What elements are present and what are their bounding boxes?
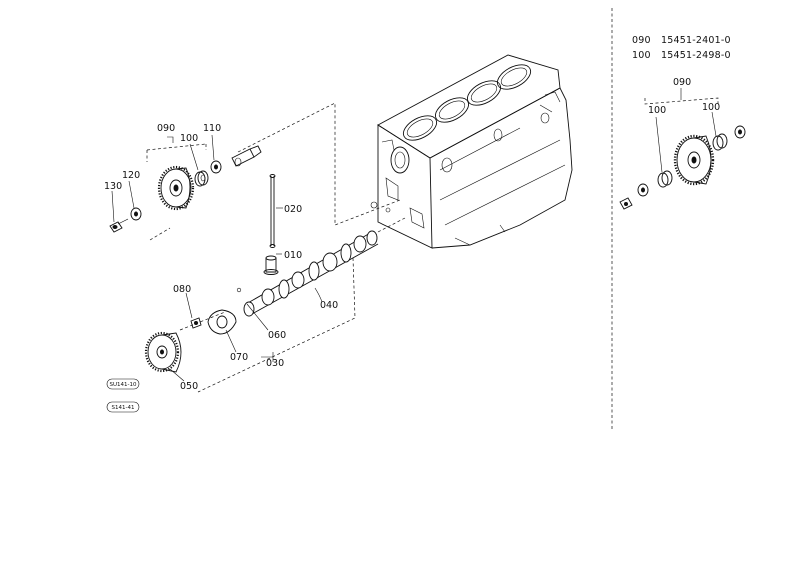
camshaft-040 xyxy=(236,230,379,317)
stamp-a: SU141-10 xyxy=(110,382,137,388)
washer-110 xyxy=(210,160,222,174)
inset-callout-100-left: 100 xyxy=(648,105,666,116)
callout-100: 100 xyxy=(180,133,198,144)
callout-090: 090 xyxy=(157,123,175,134)
inset-callout-090: 090 xyxy=(673,77,691,88)
cam-gear-050 xyxy=(144,331,182,373)
inset-callouts: 090 100 100 xyxy=(648,77,720,116)
tappet-010 xyxy=(263,255,279,275)
callout-030: 030 xyxy=(266,358,284,369)
leader-lines xyxy=(111,134,323,382)
callout-060: 060 xyxy=(268,330,286,341)
bolt-130 xyxy=(109,218,129,233)
stamp-b: S141-41 xyxy=(112,405,135,411)
callout-110: 110 xyxy=(203,123,221,134)
legend-part-100: 15451-2498-0 xyxy=(661,50,731,61)
callout-130: 130 xyxy=(104,181,122,192)
push-rod-020 xyxy=(269,174,276,248)
idle-gear-090 xyxy=(157,165,195,211)
stamp-frame-a xyxy=(106,378,140,390)
engine-block xyxy=(370,54,573,249)
bolt-080 xyxy=(190,317,202,329)
callout-120: 120 xyxy=(122,170,140,181)
idle-shaft xyxy=(231,145,262,167)
stamp-frame-b xyxy=(106,401,140,413)
washer-120 xyxy=(130,207,142,221)
legend-ref-090: 090 xyxy=(632,35,651,46)
legend-part-090: 15451-2401-0 xyxy=(661,35,731,46)
callout-020: 020 xyxy=(284,204,302,215)
inset-idle-gear-assembly xyxy=(619,88,746,210)
callout-040: 040 xyxy=(320,300,338,311)
thrust-plate-070 xyxy=(207,309,237,335)
assembly-guide-lines xyxy=(146,8,613,430)
callout-080: 080 xyxy=(173,284,191,295)
legend-ref-100: 100 xyxy=(632,50,651,61)
callout-070: 070 xyxy=(230,352,248,363)
bushing-100-left xyxy=(194,170,209,187)
inset-callout-100-right: 100 xyxy=(702,102,720,113)
callout-labels: 090 100 110 120 130 020 010 040 080 060 … xyxy=(104,123,338,392)
reference-stamps: SU141-10 S141-41 xyxy=(106,378,140,413)
inset-legend: 090 15451-2401-0 100 15451-2498-0 xyxy=(632,35,731,61)
callout-010: 010 xyxy=(284,250,302,261)
callout-050: 050 xyxy=(180,381,198,392)
